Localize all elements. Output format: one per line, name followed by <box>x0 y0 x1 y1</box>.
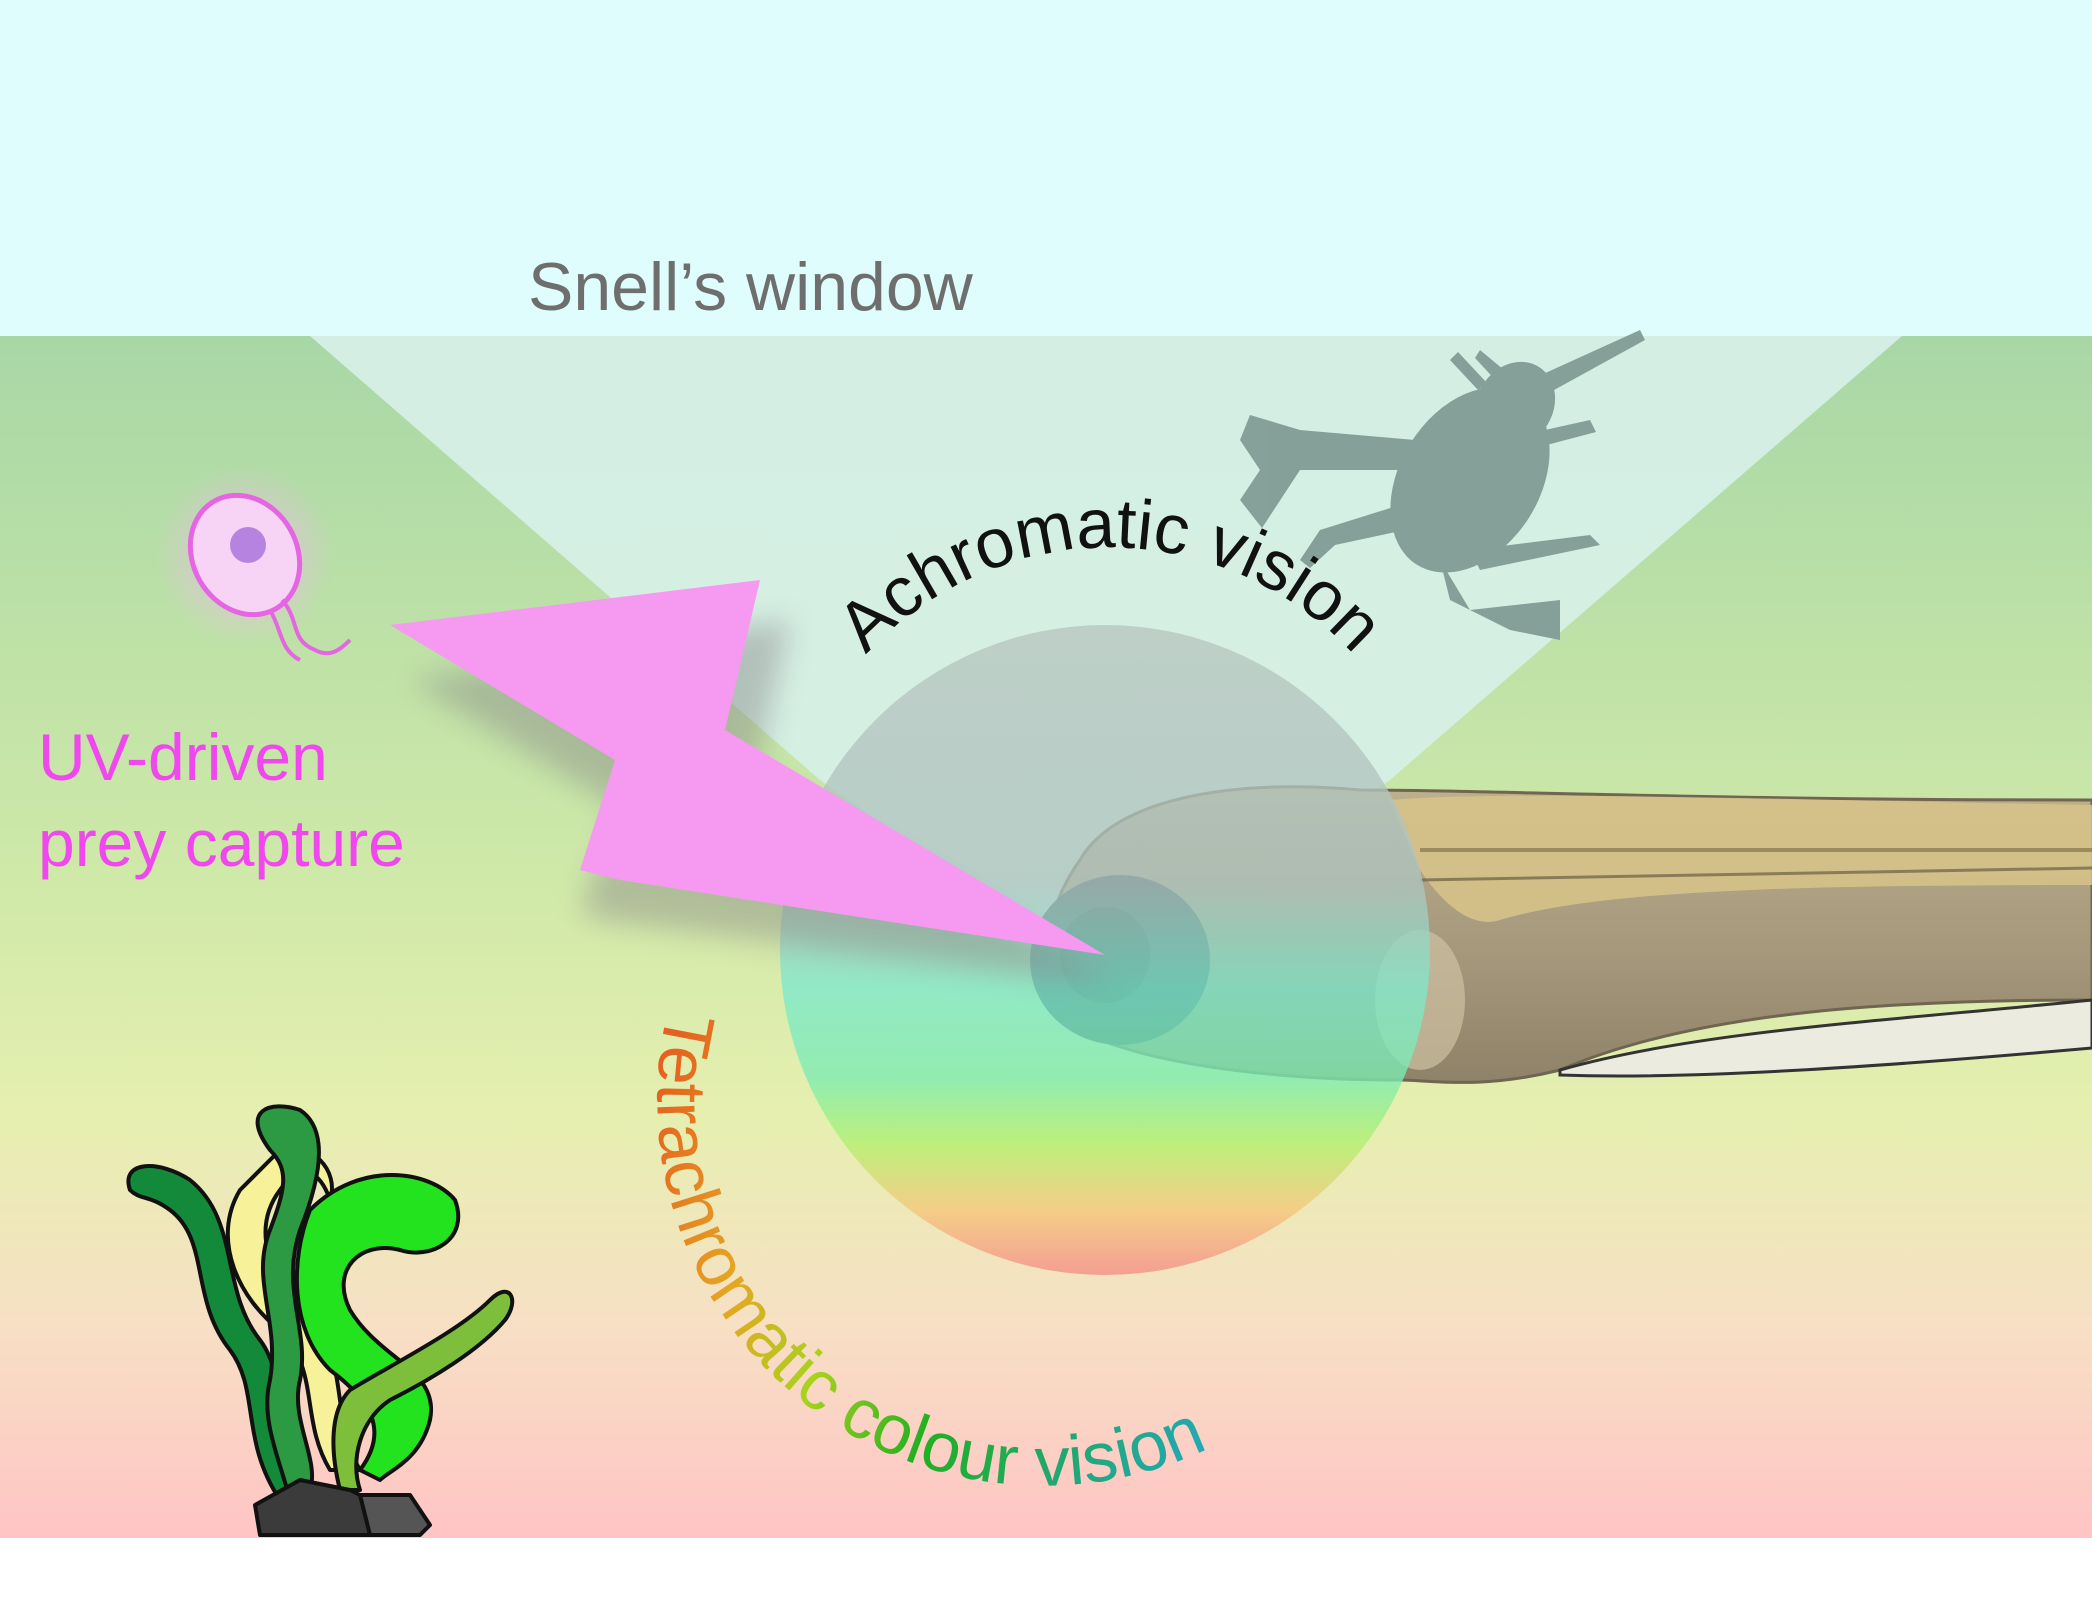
sky-band <box>0 0 2092 336</box>
vision-field-circle <box>780 625 1430 1275</box>
uv-prey-capture-label: UV-driven prey capture <box>38 720 405 880</box>
paramecium-icon <box>155 465 352 662</box>
bottom-margin <box>0 1538 2092 1600</box>
uv-prey-arrow <box>390 580 1105 955</box>
seaweed-icon <box>126 1104 515 1537</box>
water-beetle-icon <box>1240 330 1645 640</box>
snells-window-label: Snell’s window <box>528 249 974 325</box>
